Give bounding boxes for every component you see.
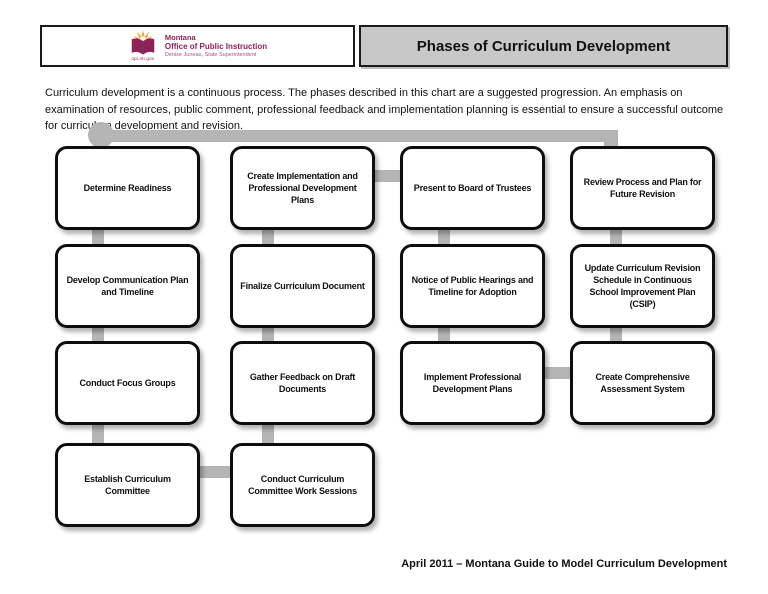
flow-box-update-csip: Update Curriculum Revision Schedule in C…	[570, 244, 715, 328]
footer-credit: April 2011 – Montana Guide to Model Curr…	[401, 558, 727, 570]
agency-name-block: Montana Office of Public Instruction Den…	[165, 33, 267, 59]
flow-box-present-to-board: Present to Board of Trustees	[400, 146, 545, 230]
page-header: opi.mt.gov Montana Office of Public Inst…	[40, 25, 728, 67]
connector	[262, 224, 274, 250]
connector	[92, 419, 104, 449]
flow-box-implement-professional-development: Implement Professional Development Plans	[400, 341, 545, 425]
agency-office: Office of Public Instruction	[164, 42, 268, 52]
flow-box-gather-feedback: Gather Feedback on Draft Documents	[230, 341, 375, 425]
flow-box-establish-curriculum-committee: Establish Curriculum Committee	[55, 443, 200, 527]
connector	[262, 419, 274, 449]
flow-box-determine-readiness: Determine Readiness	[55, 146, 200, 230]
logo-website: opi.mt.gov	[131, 56, 155, 62]
connector	[365, 170, 410, 182]
open-book-sunburst-icon	[131, 30, 155, 55]
connector	[92, 224, 104, 250]
connector	[438, 224, 450, 250]
title-banner: Phases of Curriculum Development	[359, 25, 728, 67]
agency-state: Montana	[164, 32, 196, 42]
connector	[190, 466, 240, 478]
flow-box-finalize-curriculum-document: Finalize Curriculum Document	[230, 244, 375, 328]
page-title: Phases of Curriculum Development	[416, 37, 671, 55]
connector	[535, 367, 580, 379]
flow-box-create-implementation-plans: Create Implementation and Professional D…	[230, 146, 375, 230]
flow-box-notice-of-public-hearings: Notice of Public Hearings and Timeline f…	[400, 244, 545, 328]
loop-connector-top-bar	[98, 130, 618, 142]
agency-logo-block: opi.mt.gov Montana Office of Public Inst…	[40, 25, 355, 67]
flow-box-develop-communication-plan: Develop Communication Plan and Timeline	[55, 244, 200, 328]
flow-box-committee-work-sessions: Conduct Curriculum Committee Work Sessio…	[230, 443, 375, 527]
flow-box-conduct-focus-groups: Conduct Focus Groups	[55, 341, 200, 425]
flow-box-create-assessment-system: Create Comprehensive Assessment System	[570, 341, 715, 425]
agency-superintendent: Denise Juneau, State Superintendent	[164, 52, 257, 59]
flow-box-review-process: Review Process and Plan for Future Revis…	[570, 146, 715, 230]
connector	[610, 224, 622, 250]
opi-logo: opi.mt.gov	[128, 30, 158, 62]
